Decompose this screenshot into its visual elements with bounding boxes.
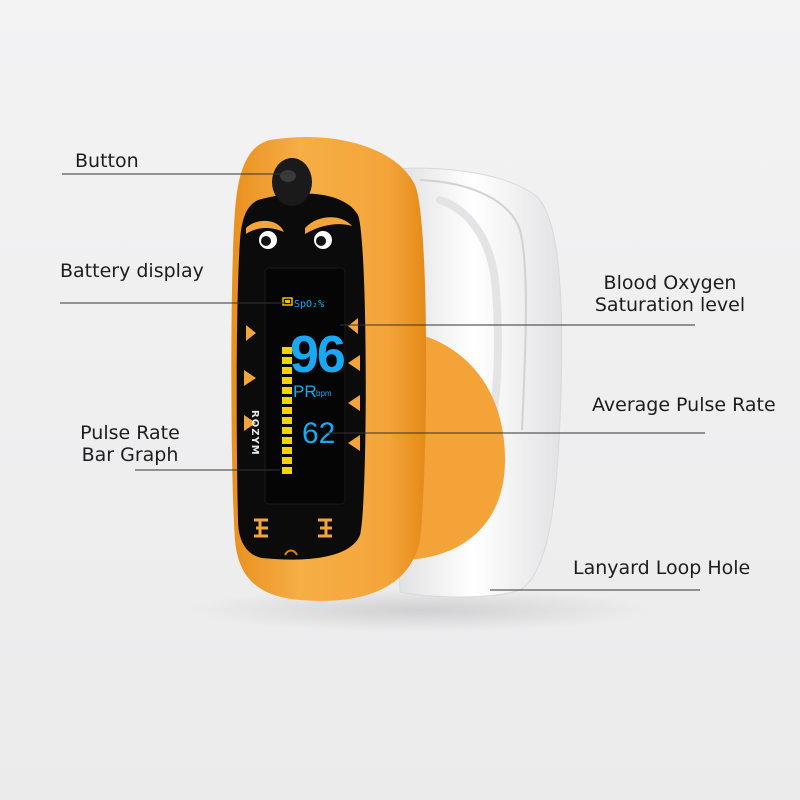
label-line: Blood Oxygen (603, 272, 737, 294)
right-foot-icon (318, 518, 332, 538)
bar-segment (282, 457, 292, 464)
clip-grip (436, 196, 502, 414)
label-battery-display: Battery display (60, 260, 204, 282)
bar-segment (282, 467, 292, 474)
label-line: Bar Graph (81, 444, 179, 466)
left-wing-marks (244, 325, 256, 431)
bpm-label: bpm (316, 389, 332, 398)
bar-segment (282, 377, 292, 384)
bar-segment (282, 387, 292, 394)
label-line: Saturation level (594, 294, 746, 316)
left-eye-icon (246, 220, 284, 249)
bar-segment (282, 397, 292, 404)
bar-segment (282, 447, 292, 454)
bar-segment (282, 427, 292, 434)
label-average-pulse-rate: Average Pulse Rate (592, 394, 776, 416)
pulse-bar-graph (282, 347, 292, 474)
label-lanyard-loop-hole: Lanyard Loop Hole (573, 557, 751, 579)
left-foot-icon (254, 518, 268, 538)
lanyard-hole (284, 549, 298, 556)
brand-logo: ROZYM (249, 410, 260, 456)
right-wing-marks (348, 318, 360, 451)
spo2-value: 96 (290, 326, 345, 384)
bar-segment (282, 417, 292, 424)
label-pulse-rate-bar-graph: Pulse Rate Bar Graph (72, 422, 188, 466)
clip-edge (419, 179, 527, 431)
bar-segment (282, 347, 292, 354)
oled-screen (264, 267, 346, 505)
label-blood-oxygen: Blood Oxygen Saturation level (590, 272, 750, 316)
label-line: Pulse Rate (80, 422, 180, 444)
label-button: Button (75, 150, 139, 172)
bar-segment (282, 367, 292, 374)
bar-segment (282, 357, 292, 364)
pr-label: PR (293, 382, 317, 401)
button-highlight (280, 170, 296, 182)
bar-segment (282, 407, 292, 414)
right-eye-icon (305, 217, 352, 249)
spo2-label: SpO₂% (294, 299, 324, 310)
power-button[interactable] (272, 158, 312, 206)
battery-icon (282, 297, 293, 306)
bar-segment (282, 437, 292, 444)
leader-lines (60, 173, 705, 591)
